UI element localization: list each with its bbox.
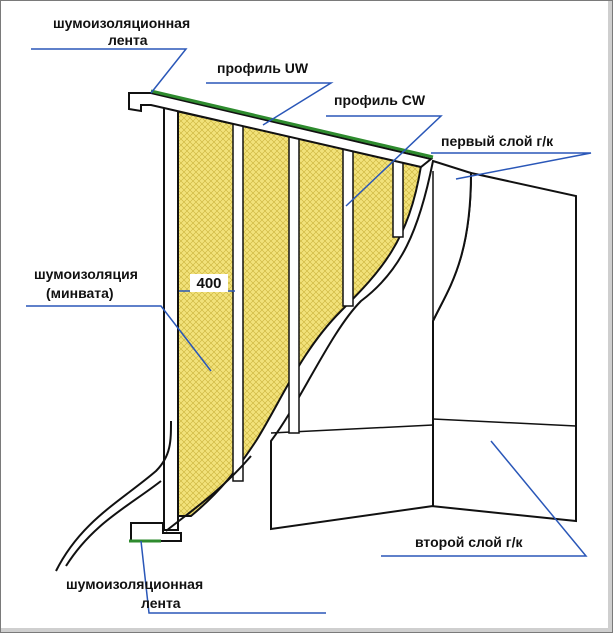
label-profile-uw: профиль UW xyxy=(217,60,309,76)
cw-stud-1 xyxy=(232,120,244,482)
cw-stud-3 xyxy=(342,145,354,307)
leader-profile-cw xyxy=(326,115,443,207)
first-drywall-layer xyxy=(270,159,473,531)
leader-tape-bottom xyxy=(140,540,326,614)
label-tape-bottom-line1: шумоизоляционная xyxy=(66,576,203,592)
label-insulation-line1: шумоизоляция xyxy=(34,266,138,282)
uw-profile-top xyxy=(128,92,434,169)
cw-stud-4 xyxy=(392,156,404,238)
edge-stud xyxy=(163,104,179,531)
label-second-layer: второй слой г/к xyxy=(415,534,524,550)
label-tape-bottom-line2: лента xyxy=(141,595,181,611)
second-layer-seam xyxy=(432,418,577,427)
leader-first-layer xyxy=(431,152,592,180)
left-wave-inner xyxy=(65,480,162,567)
tape-top xyxy=(150,89,434,159)
leader-profile-uw xyxy=(206,82,334,126)
bottom-wave xyxy=(165,455,252,532)
label-insulation-line2: (минвата) xyxy=(46,285,114,301)
leader-second-layer xyxy=(381,440,588,557)
label-profile-cw: профиль CW xyxy=(334,92,426,108)
leader-insulation xyxy=(26,305,212,372)
dimension-label-bg xyxy=(190,274,228,292)
dimension-label: 400 xyxy=(196,275,221,292)
leader-tape-top xyxy=(31,48,188,94)
label-first-layer: первый слой г/к xyxy=(441,133,554,149)
cw-stud-2 xyxy=(288,132,300,434)
label-tape-top-line1: шумоизоляционная xyxy=(53,15,190,31)
left-wave-outer xyxy=(55,420,172,572)
label-tape-top-line2: лента xyxy=(108,32,148,48)
